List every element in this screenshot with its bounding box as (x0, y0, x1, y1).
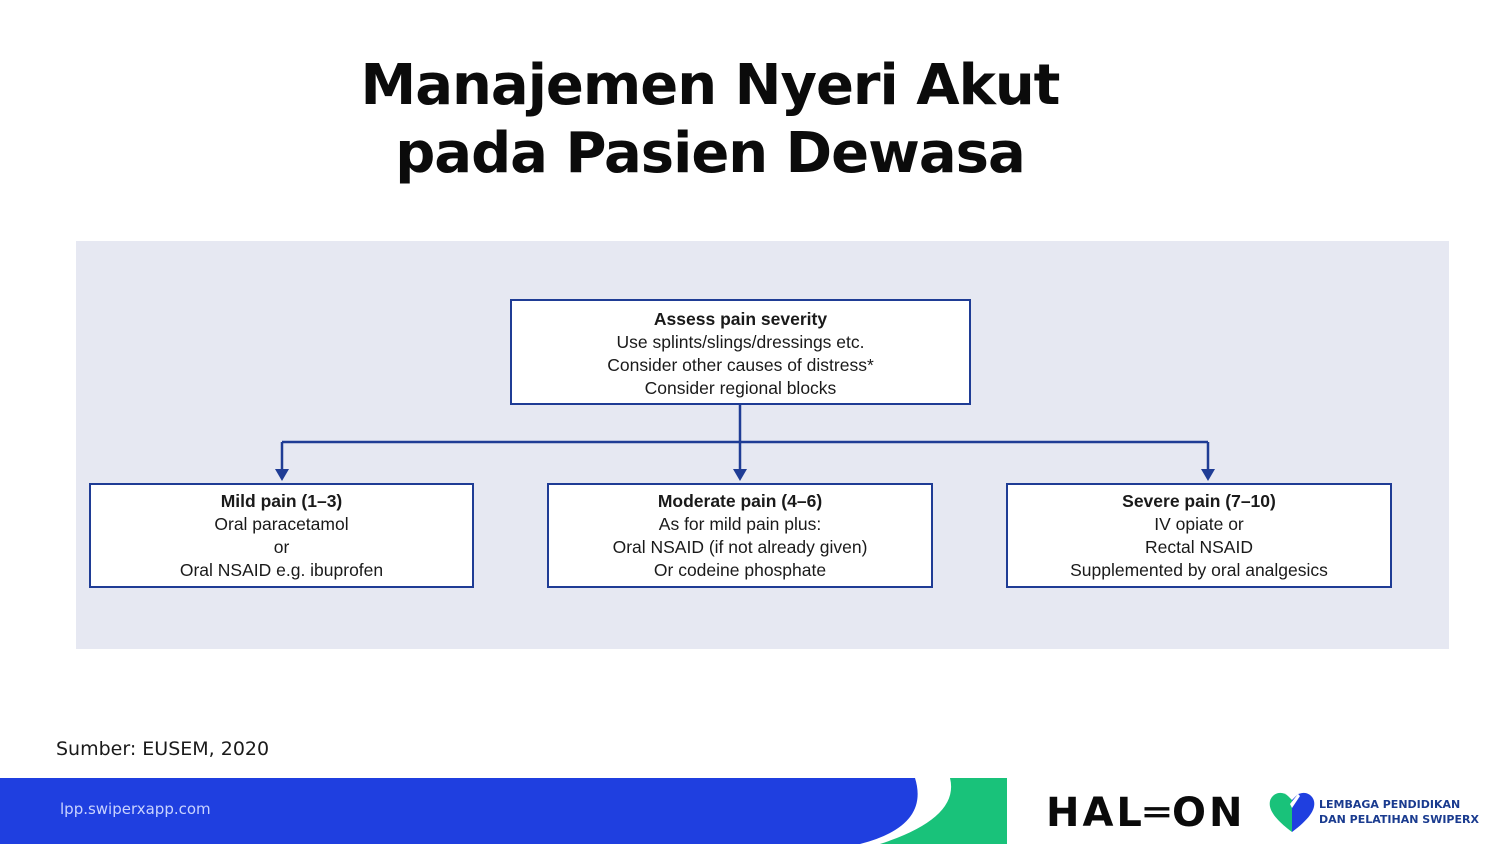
mild-pain-line: Oral paracetamol (214, 514, 349, 534)
moderate-pain-line: As for mild pain plus: (658, 514, 822, 534)
moderate-pain-line: Oral NSAID (if not already given) (612, 537, 868, 557)
haleon-logo: HAL═ON (1046, 790, 1246, 836)
severe-pain-line: Supplemented by oral analgesics (1070, 560, 1328, 580)
title-line-2: pada Pasien Dewasa (395, 121, 1026, 186)
footer-blue-band (0, 778, 918, 844)
assess-pain-box: Assess pain severity Use splints/slings/… (510, 299, 971, 405)
lpp-heart-logo (1269, 792, 1315, 832)
arrow-moderate (733, 469, 747, 481)
assess-pain-line: Consider other causes of distress* (607, 355, 874, 375)
lpp-line-1: LEMBAGA PENDIDIKAN (1319, 798, 1461, 811)
footer-band (0, 778, 1007, 844)
assess-pain-heading: Assess pain severity (653, 309, 828, 329)
arrow-severe (1201, 469, 1215, 481)
source-citation: Sumber: EUSEM, 2020 (56, 738, 270, 760)
footer-green-swoosh (0, 778, 1007, 844)
footer-url-link[interactable]: lpp.swiperxapp.com (60, 800, 211, 818)
moderate-pain-line: Or codeine phosphate (653, 560, 827, 580)
mild-pain-heading: Mild pain (1–3) (220, 491, 343, 511)
assess-pain-line: Consider regional blocks (644, 378, 837, 398)
page-title: Manajemen Nyeri Akut pada Pasien Dewasa (300, 52, 1120, 188)
severe-pain-box: Severe pain (7–10) IV opiate or Rectal N… (1006, 483, 1392, 588)
mild-pain-line: or (273, 537, 290, 557)
lpp-wordmark: LEMBAGA PENDIDIKAN DAN PELATIHAN SWIPERX (1319, 797, 1479, 827)
moderate-pain-heading: Moderate pain (4–6) (657, 491, 823, 511)
moderate-pain-box: Moderate pain (4–6) As for mild pain plu… (547, 483, 933, 588)
arrow-mild (275, 469, 289, 481)
lpp-line-2: DAN PELATIHAN SWIPERX (1319, 813, 1479, 826)
severe-pain-line: IV opiate or (1154, 514, 1244, 534)
severe-pain-line: Rectal NSAID (1145, 537, 1253, 557)
mild-pain-line: Oral NSAID e.g. ibuprofen (179, 560, 384, 580)
assess-pain-line: Use splints/slings/dressings etc. (616, 332, 865, 352)
mild-pain-box: Mild pain (1–3) Oral paracetamol or Oral… (89, 483, 474, 588)
severe-pain-heading: Severe pain (7–10) (1122, 491, 1276, 511)
title-line-1: Manajemen Nyeri Akut (360, 53, 1061, 118)
